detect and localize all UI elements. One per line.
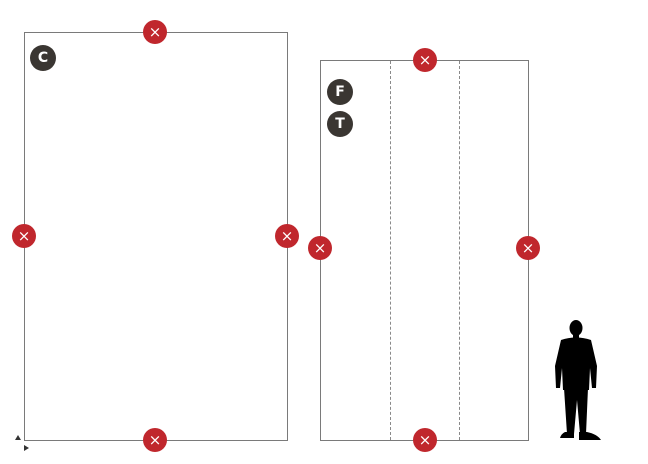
remove-edge-top-left-panel[interactable]: × [143,20,167,44]
close-icon: × [418,431,432,449]
panel-right[interactable] [320,60,529,441]
axis-arrows-icon [15,435,29,451]
fold-line [390,61,391,440]
panel-left[interactable] [24,32,288,441]
fold-line [459,61,460,440]
close-icon: × [521,239,535,257]
remove-edge-bottom-right-panel[interactable]: × [413,428,437,452]
close-icon: × [17,227,31,245]
remove-edge-left-right-panel[interactable]: × [308,236,332,260]
close-icon: × [418,51,432,69]
remove-edge-left-left-panel[interactable]: × [12,224,36,248]
remove-edge-top-right-panel[interactable]: × [413,48,437,72]
remove-edge-right-left-panel[interactable]: × [275,224,299,248]
close-icon: × [313,239,327,257]
panel-badge-c: C [30,45,56,71]
person-silhouette-icon [555,320,601,440]
remove-edge-right-right-panel[interactable]: × [516,236,540,260]
close-icon: × [148,431,162,449]
panel-badge-f: F [327,79,353,105]
panel-badge-t: T [327,111,353,137]
close-icon: × [148,23,162,41]
remove-edge-bottom-left-panel[interactable]: × [143,428,167,452]
close-icon: × [280,227,294,245]
